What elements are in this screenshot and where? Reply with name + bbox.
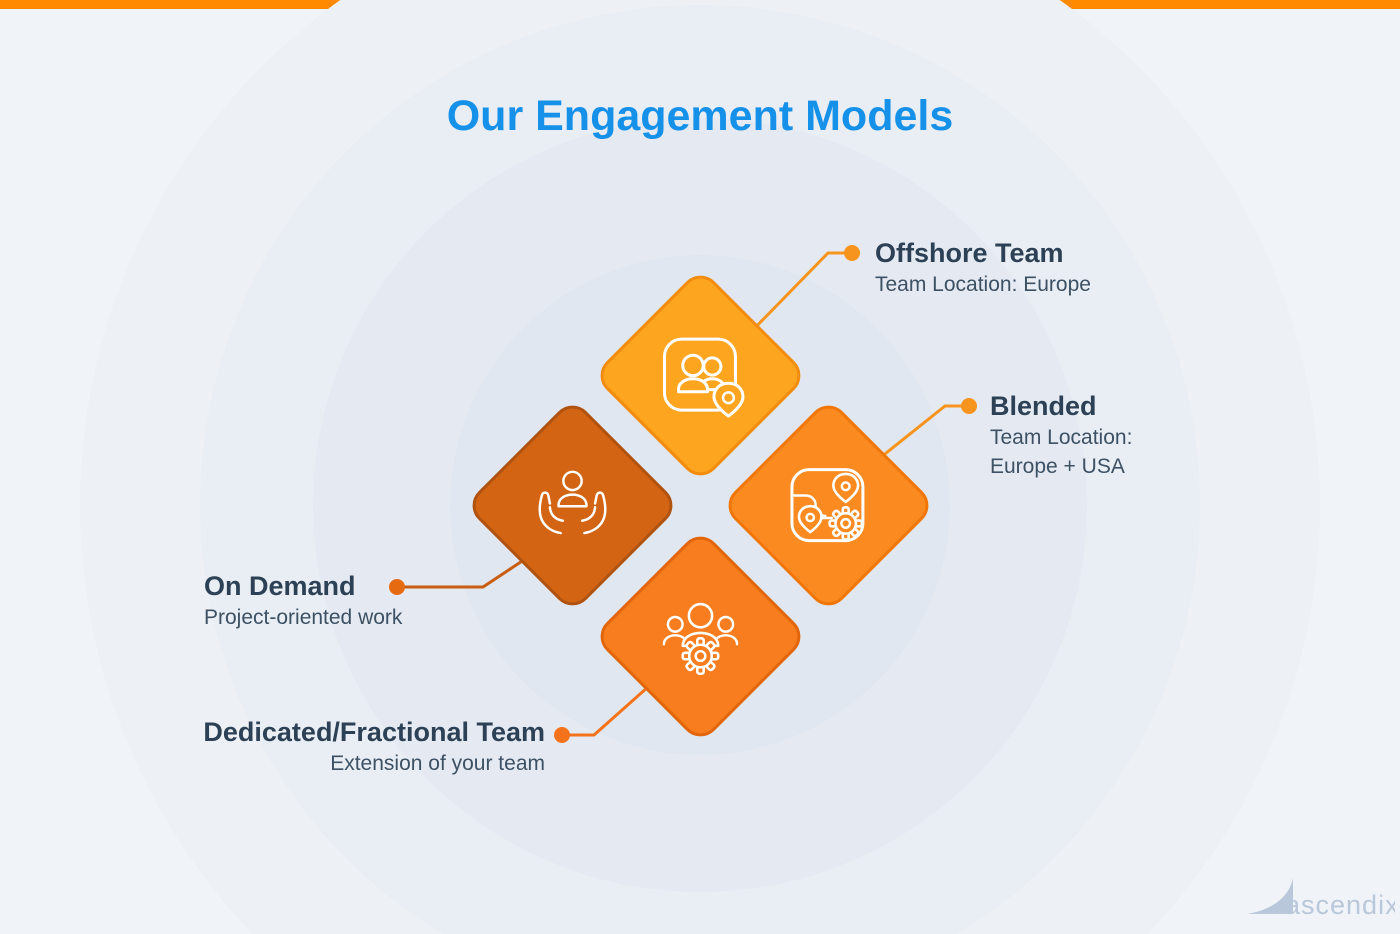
- diamond-blended: [720, 397, 937, 614]
- diamond-offshore-team: [592, 267, 809, 484]
- offshore-team-subtitle: Team Location: Europe: [875, 273, 1091, 296]
- diamond-dedicated-team: [592, 528, 809, 745]
- gear-icon: [681, 636, 720, 675]
- on-demand-title: On Demand: [204, 571, 356, 601]
- team-gear-icon: [658, 594, 744, 680]
- offshore-connector-dot: [844, 245, 860, 261]
- offshore-connector-line: [743, 251, 852, 340]
- label-on-demand: On Demand Project-oriented work: [204, 570, 402, 632]
- dedicated-connector-line: [562, 669, 667, 737]
- gear-icon: [828, 505, 864, 541]
- on-demand-subtitle: Project-oriented work: [204, 606, 403, 629]
- dedicated-team-subtitle: Extension of your team: [330, 752, 545, 775]
- label-dedicated-team: Dedicated/Fractional Team Extension of y…: [65, 716, 545, 778]
- page-title: Our Engagement Models: [446, 92, 954, 140]
- team-location-icon: [658, 333, 745, 419]
- on-demand-connector-dot: [389, 579, 405, 595]
- ascendix-logo: ascendix: [1247, 878, 1395, 920]
- dedicated-connector-dot: [554, 727, 570, 743]
- blended-subtitle-line1: Team Location:: [990, 426, 1133, 449]
- offshore-team-title: Offshore Team: [875, 238, 1064, 268]
- logo-text: ascendix: [1285, 890, 1395, 920]
- logo-sail-icon: [1247, 878, 1293, 914]
- label-offshore-team: Offshore Team Team Location: Europe: [875, 237, 1091, 299]
- blended-subtitle-line2: Europe + USA: [990, 455, 1125, 478]
- blended-connector-dot: [961, 398, 977, 414]
- dedicated-team-title: Dedicated/Fractional Team: [203, 717, 545, 747]
- route-pins-gear-icon: [786, 463, 872, 549]
- blended-title: Blended: [990, 391, 1097, 421]
- label-blended: Blended Team Location: Europe + USA: [990, 390, 1132, 481]
- diamond-on-demand: [464, 397, 681, 614]
- hands-person-icon: [530, 463, 616, 549]
